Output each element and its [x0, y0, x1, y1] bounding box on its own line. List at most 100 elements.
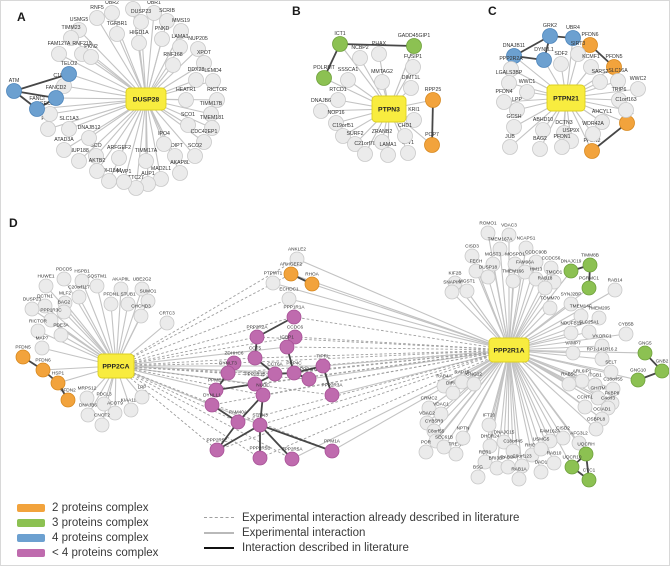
protein-node-circle [172, 165, 188, 181]
node-DNAJB6: DNAJB6 [311, 98, 331, 119]
protein-node-circle [496, 434, 512, 450]
protein-node-circle [468, 263, 484, 279]
legend-label: 2 proteins complex [52, 502, 149, 514]
protein-node-label: ACOT9 [107, 400, 123, 405]
protein-node-circle [455, 430, 471, 446]
protein-node-label: UBR1 [147, 1, 161, 6]
protein-node-circle [563, 263, 579, 279]
hub-PPP2CA: PPP2CA [97, 353, 135, 379]
node-DUSP23: DUSP23 [131, 9, 151, 30]
protein-node-circle [464, 248, 480, 264]
legend-item-4-proteins: 4 proteins complex [17, 532, 158, 544]
protein-node-label: PPP4C [286, 360, 302, 365]
node-ARHGEF2: ARHGEF2 [280, 261, 303, 282]
edge-experimental [291, 349, 510, 460]
node-SIRT3: SIRT3 [570, 41, 586, 62]
node-DHCR24: DHCR24 [481, 433, 500, 454]
protein-node-circle [590, 390, 606, 406]
edge-experimental [508, 349, 514, 452]
legend-lines: Experimental interaction already describ… [204, 512, 519, 554]
protein-node-label: ATAD3A [54, 137, 74, 143]
protein-node-label: CRTC3 [159, 310, 175, 315]
node-MMS19: MMS19 [172, 18, 190, 39]
protein-node-circle [133, 308, 149, 324]
protein-node-label: AKAP8L [170, 160, 190, 166]
protein-node-circle [505, 273, 521, 289]
node-PDCL3: PDCL3 [96, 391, 112, 412]
protein-node-label: VKORC1 [592, 333, 612, 338]
protein-node-circle [180, 117, 196, 133]
protein-node-label: AKTB2 [89, 158, 106, 164]
protein-node-circle [563, 296, 579, 312]
node-UBR4: UBR4 [565, 25, 581, 46]
protein-node-label: GNB2 [656, 358, 669, 363]
node-PTPMT1: PTPMT1 [264, 270, 283, 291]
protein-node-circle [281, 291, 297, 307]
protein-node-circle [380, 147, 396, 163]
edge-experimental [115, 346, 288, 367]
protein-node-label: PPM1A [324, 438, 341, 443]
node-FAM40A: FAM40A [229, 409, 248, 430]
protein-node-circle [335, 128, 351, 144]
swatch-4-proteins [17, 534, 45, 542]
protein-node-label: GHITM [590, 385, 605, 390]
protein-node-label: PFDN6 [35, 357, 51, 362]
node-PPP2R1B: PPP2R1B [244, 371, 266, 392]
protein-node-circle [220, 365, 236, 381]
protein-node-circle [594, 351, 610, 367]
protein-node-circle [188, 72, 204, 88]
protein-node-circle [286, 365, 302, 381]
protein-node-circle [283, 266, 299, 282]
protein-node-circle [445, 385, 461, 401]
legend-item-3-proteins: 3 proteins complex [17, 517, 158, 529]
node-VKORC1: VKORC1 [592, 333, 612, 354]
node-MOSPD1: MOSPD1 [505, 251, 525, 272]
protein-node-label: FAM98B [123, 1, 143, 2]
protein-node-label: DHCR24 [481, 433, 500, 438]
protein-node-circle [104, 5, 120, 21]
node-CCDC90B: CCDC90B [525, 249, 547, 270]
protein-node-label: PPP1R3C [40, 307, 62, 312]
protein-node-circle [509, 102, 525, 118]
bait-node-label: PTPN3 [378, 106, 400, 113]
node-RHOA: RHOA [304, 271, 320, 292]
protein-node-label: ARHGEF2 [280, 261, 303, 266]
node-DIRC2: DIRC2 [445, 380, 461, 401]
node-TMEM167A: TMEM167A [488, 236, 513, 257]
node-CISD3: CISD3 [464, 243, 480, 264]
protein-node-label: DUSP23 [23, 296, 42, 301]
node-GADD45GIP1: GADD45GIP1 [398, 33, 430, 54]
edge-experimental-literature [115, 365, 333, 452]
protein-node-circle [89, 163, 105, 179]
node-PPP2R5B: PPP2R5B [249, 445, 271, 466]
legend-line-experimental-lit: Experimental interaction already describ… [204, 512, 519, 524]
protein-node-label: SLC1A3 [59, 116, 78, 122]
node-KCMF1: KCMF1 [582, 54, 600, 75]
protein-node-circle [492, 241, 508, 257]
protein-node-circle [324, 387, 340, 403]
hub-PTPN3: PTPN3 [371, 95, 407, 123]
node-DDX28: DDX28 [188, 67, 204, 88]
protein-node-circle [178, 92, 194, 108]
protein-node-label: RPP25 [425, 87, 442, 93]
protein-node-label: CISD3 [465, 243, 479, 248]
protein-node-label: ABHD10 [533, 117, 553, 123]
protein-node-label: SARS2 [591, 69, 608, 75]
edge-experimental-literature [115, 336, 296, 367]
edge-experimental [96, 98, 147, 172]
protein-node-label: MGST1 [459, 278, 476, 283]
protein-node-label: TMEM166 [502, 268, 524, 273]
protein-node-circle [571, 435, 587, 451]
protein-node-label: C8orf55 [428, 428, 445, 433]
protein-node-circle [592, 74, 608, 90]
edge-experimental-literature [215, 349, 510, 391]
protein-node-circle [252, 450, 268, 466]
protein-node-circle [131, 35, 147, 51]
node-ACOT9: ACOT9 [107, 400, 123, 421]
node-C1orf163: C1orf163 [615, 97, 637, 118]
protein-node-label: CCNT1 [577, 394, 593, 399]
protein-node-circle [506, 119, 522, 135]
protein-node-label: SYNJ2BP [561, 291, 582, 296]
panel-letter-D: D [9, 216, 18, 230]
protein-node-circle [433, 406, 449, 422]
